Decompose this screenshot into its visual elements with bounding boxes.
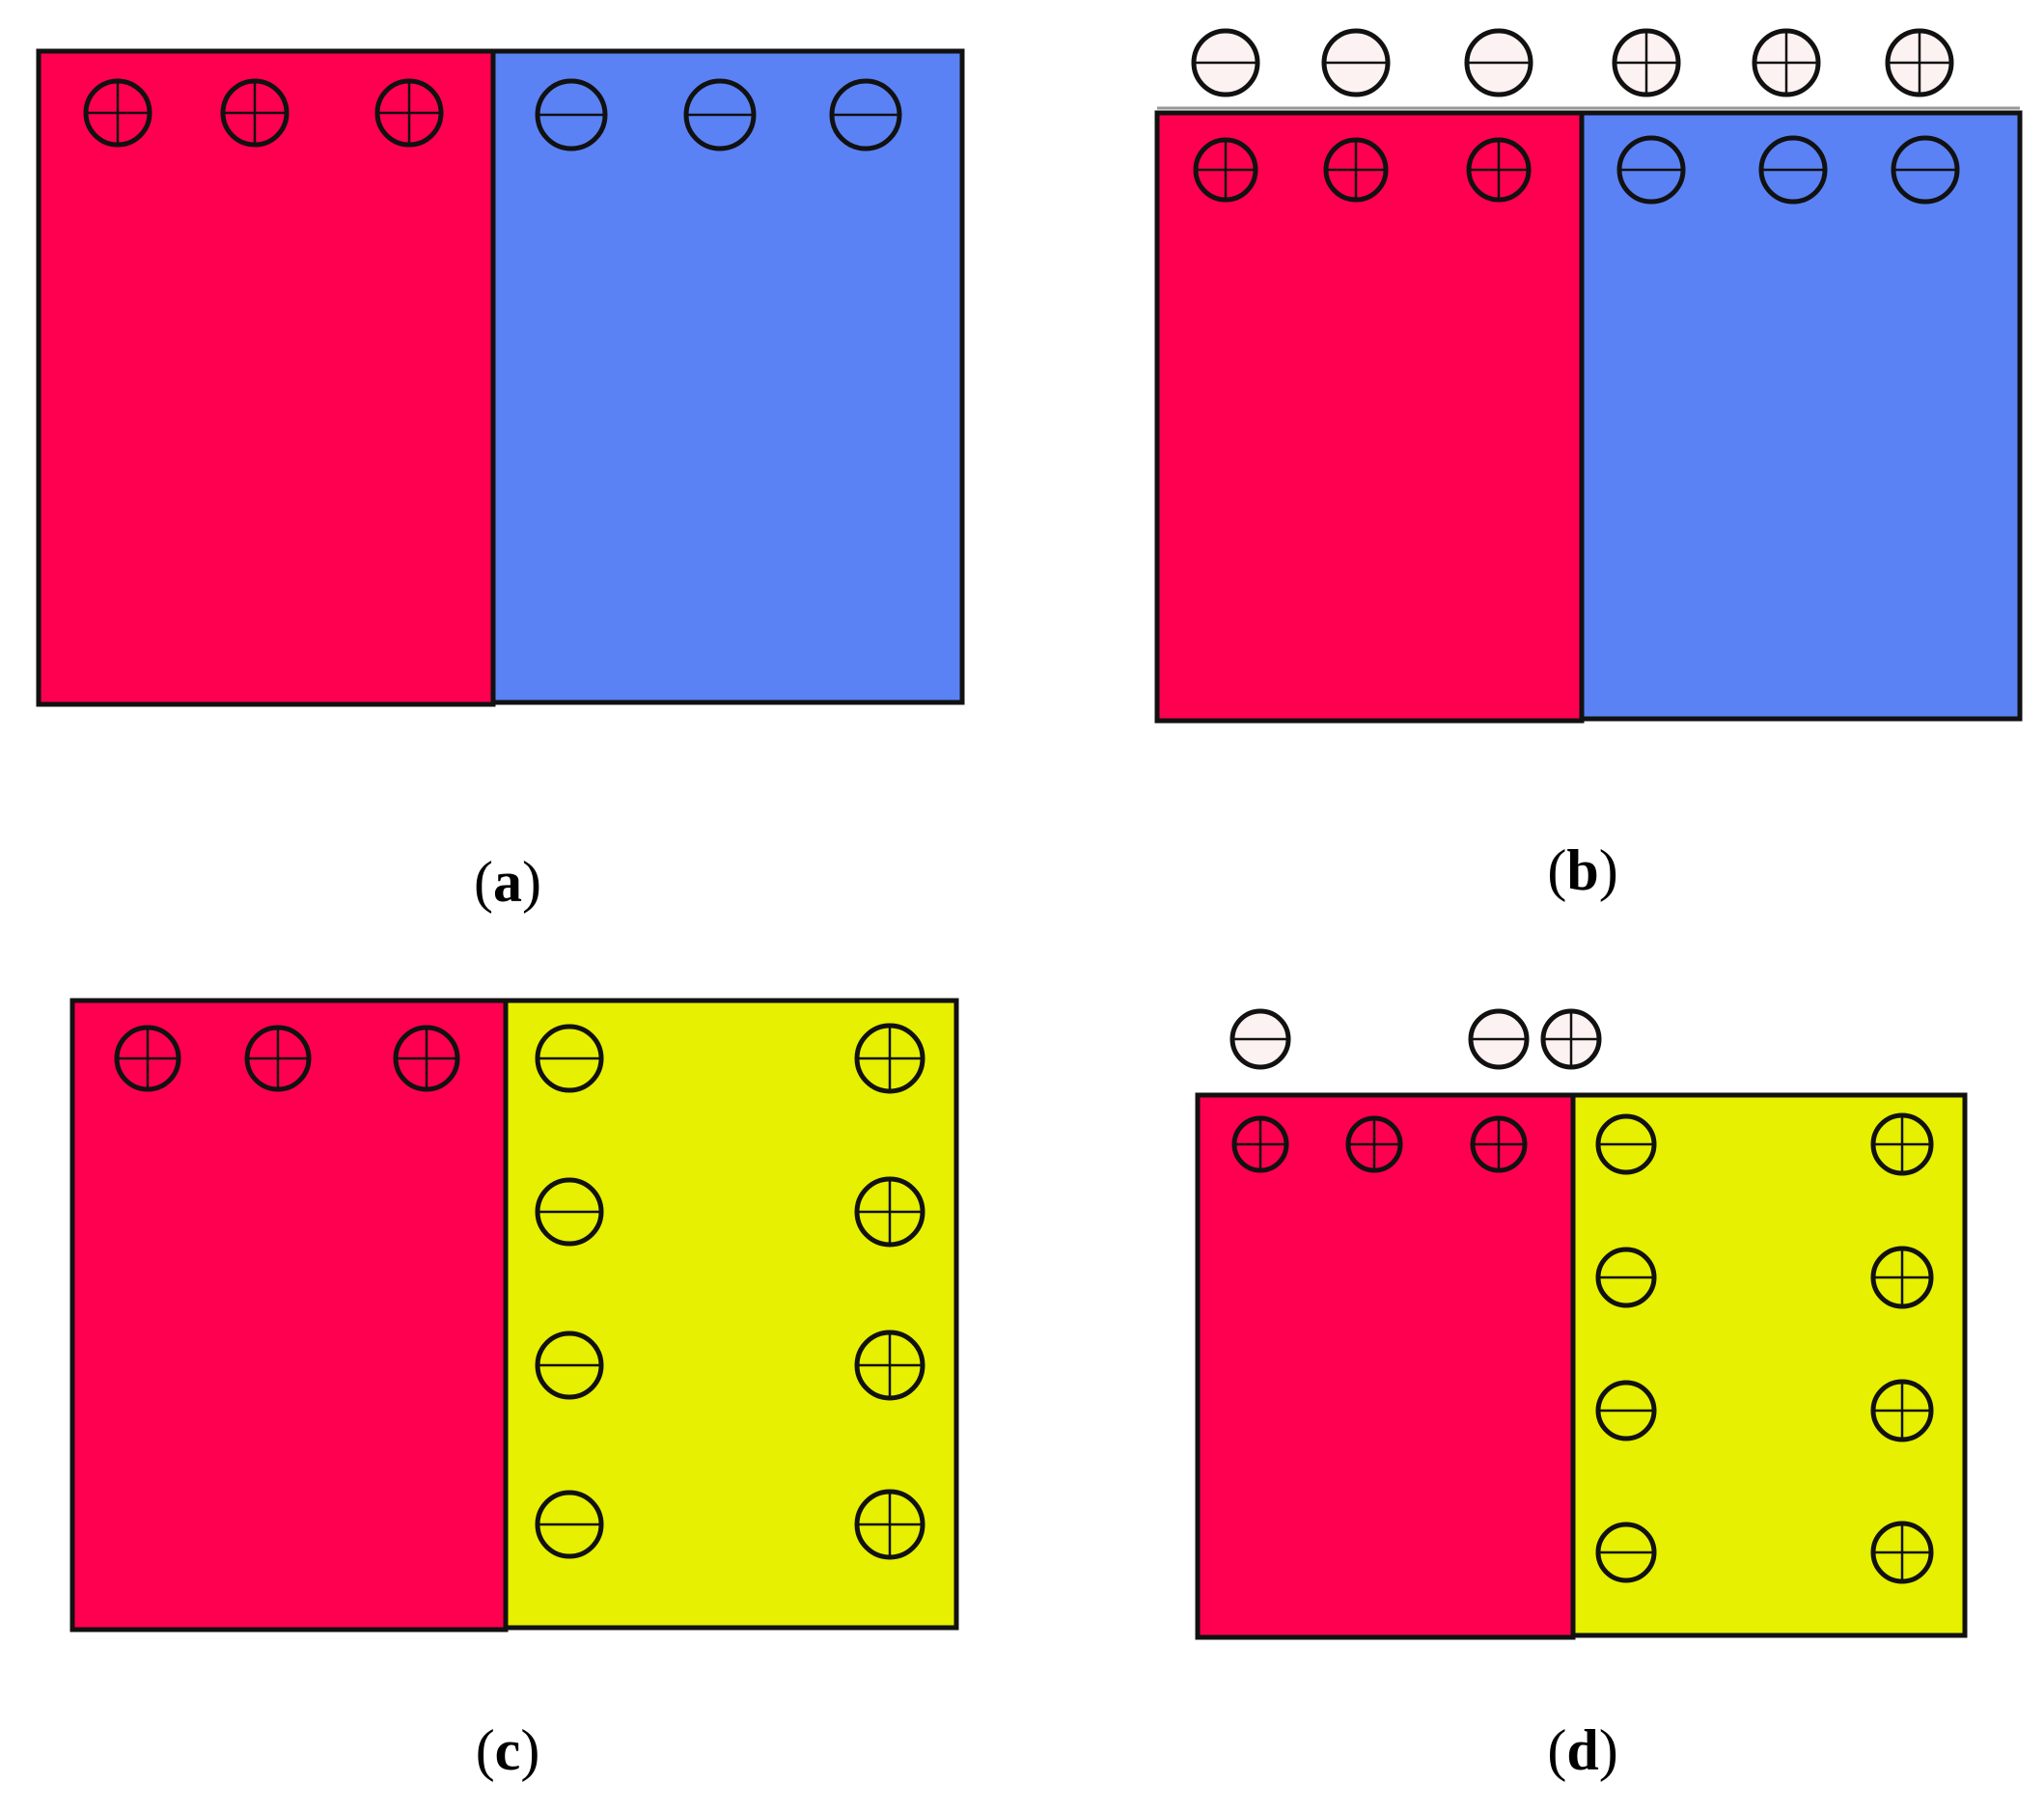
panel-c-right-neg-minus-circle-icon [535,1490,604,1559]
particle-layer [83,28,1960,1584]
panel-d-right-neg-minus-circle-icon [1595,1380,1657,1441]
panel-b-free-plus-circle-icon [1752,28,1821,97]
panel-a-right-block [490,48,965,705]
panel-b-right-minus-circle-icon [1758,135,1828,205]
panel-label-c: (c) [475,1718,540,1782]
panel-c-right-pos-plus-circle-icon [854,1023,925,1094]
panel-d-right-pos-plus-circle-icon [1870,1521,1934,1584]
panel-c-right-pos-plus-circle-icon [854,1176,925,1248]
panel-a-left-plus-circle-icon [374,78,444,148]
panel-b [1154,106,2023,724]
panel-d-left-plus-circle-icon [1470,1115,1528,1173]
panel-b-right-minus-circle-icon [1616,135,1686,205]
panel-b-left-plus-circle-icon [1323,137,1389,203]
panel-c-right-pos-plus-circle-icon [854,1330,925,1401]
panel-d-free-minus-circle-icon [1468,1008,1530,1070]
panel-d-right-pos-plus-circle-icon [1870,1112,1934,1176]
panel-d-free-plus-circle-icon [1540,1008,1602,1070]
panel-d-left-block [1195,1092,1576,1640]
panel-label-a: (a) [474,850,541,914]
panel-a-left-plus-circle-icon [83,78,152,148]
panel-d-right-neg-minus-circle-icon [1595,1522,1657,1583]
panel-c-right-pos-plus-circle-icon [854,1489,925,1560]
panel-c [69,998,959,1633]
panel-b-free-plus-circle-icon [1612,28,1681,97]
panel-c-left-block [69,998,509,1633]
panel-b-free-minus-circle-icon [1191,28,1260,97]
panel-a-left-block [36,48,496,707]
panel-b-free-minus-circle-icon [1321,28,1391,97]
panel-label-d: (d) [1547,1718,1618,1782]
panel-c-right-neg-minus-circle-icon [535,1024,604,1093]
panel-a-right-minus-circle-icon [829,78,902,151]
panel-c-left-plus-circle-icon [393,1025,460,1092]
panel-a-right-minus-circle-icon [535,78,608,151]
panel-c-left-plus-circle-icon [244,1025,312,1092]
panel-d-right-pos-plus-circle-icon [1870,1379,1934,1442]
panel-d [1195,1092,1968,1640]
panel-b-left-plus-circle-icon [1193,137,1258,203]
panel-b-free-plus-circle-icon [1885,28,1954,97]
panel-b-right-block [1579,110,2023,722]
panel-c-left-plus-circle-icon [114,1025,181,1092]
panel-d-left-plus-circle-icon [1231,1115,1289,1173]
panel-a [36,48,965,707]
panel-d-right-pos-plus-circle-icon [1870,1246,1934,1309]
panel-c-right-neg-minus-circle-icon [535,1177,604,1247]
panel-b-right-minus-circle-icon [1891,135,1960,205]
panel-a-left-plus-circle-icon [220,78,290,148]
panel-a-right-minus-circle-icon [683,78,757,151]
panel-c-right-neg-minus-circle-icon [535,1331,604,1400]
panel-d-left-plus-circle-icon [1345,1115,1403,1173]
panel-b-left-block [1154,110,1585,724]
panel-d-free-minus-circle-icon [1229,1008,1291,1070]
panel-d-right-neg-minus-circle-icon [1595,1247,1657,1308]
panel-label-b: (b) [1547,838,1618,902]
panel-b-left-plus-circle-icon [1466,137,1532,203]
panel-b-free-minus-circle-icon [1464,28,1533,97]
panel-d-right-neg-minus-circle-icon [1595,1113,1657,1175]
